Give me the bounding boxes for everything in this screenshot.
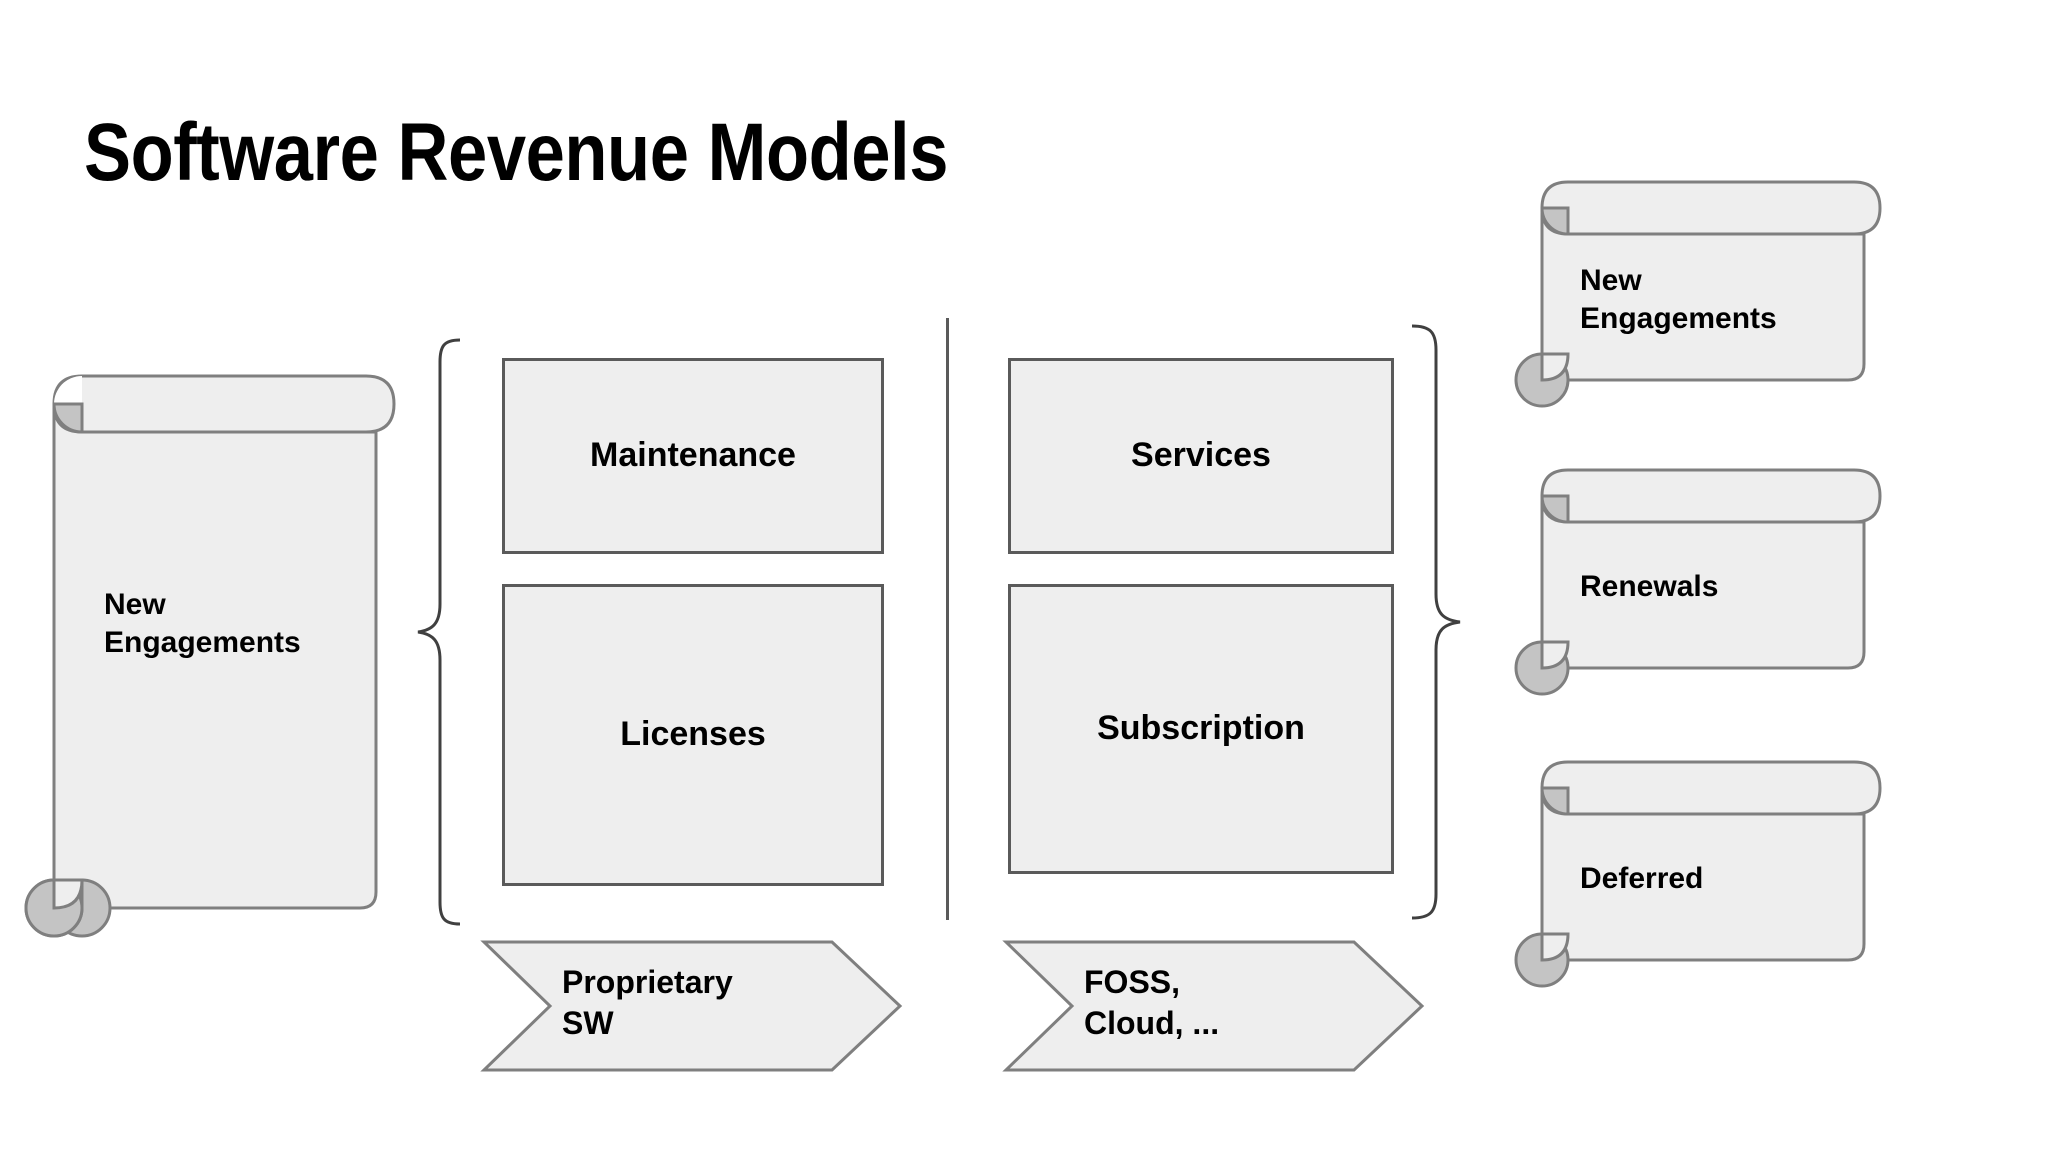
right-scroll-deferred[interactable]: Deferred (1514, 742, 1904, 992)
right-scroll-new-engagements-label: New Engagements (1580, 264, 1777, 336)
box-services-label: Services (1131, 436, 1271, 475)
left-curly-brace (414, 336, 464, 928)
scroll-document-icon (1514, 468, 1882, 696)
box-subscription[interactable]: Subscription (1008, 584, 1394, 874)
chevron-arrow-icon (480, 940, 903, 1072)
right-curly-brace-icon (1411, 324, 1461, 920)
left-scroll-label: New Engagements (104, 588, 301, 660)
banner-proprietary-sw[interactable]: Proprietary SW (480, 940, 903, 1072)
scroll-document-icon (1514, 180, 1882, 408)
box-maintenance[interactable]: Maintenance (502, 358, 884, 554)
box-subscription-label: Subscription (1097, 709, 1305, 748)
page-title: Software Revenue Models (84, 107, 949, 198)
box-services[interactable]: Services (1008, 358, 1394, 554)
left-scroll-new-engagements[interactable]: New Engagements (24, 336, 416, 938)
right-scroll-new-engagements[interactable]: New Engagements (1514, 162, 1904, 412)
right-curly-brace (1408, 322, 1464, 922)
box-licenses-label: Licenses (620, 715, 766, 754)
banner-proprietary-sw-label: Proprietary SW (562, 964, 733, 1041)
box-licenses[interactable]: Licenses (502, 584, 884, 886)
right-scroll-renewals[interactable]: Renewals (1514, 450, 1904, 700)
box-maintenance-label: Maintenance (590, 436, 796, 475)
left-curly-brace-icon (417, 338, 461, 926)
scroll-document-icon (24, 374, 396, 938)
vertical-divider (946, 318, 949, 920)
banner-foss-cloud-label: FOSS, Cloud, ... (1084, 964, 1220, 1041)
right-scroll-deferred-label: Deferred (1580, 862, 1704, 895)
chevron-arrow-icon (1002, 940, 1425, 1072)
right-scroll-renewals-label: Renewals (1580, 570, 1719, 603)
banner-foss-cloud[interactable]: FOSS, Cloud, ... (1002, 940, 1425, 1072)
scroll-document-icon (1514, 760, 1882, 988)
